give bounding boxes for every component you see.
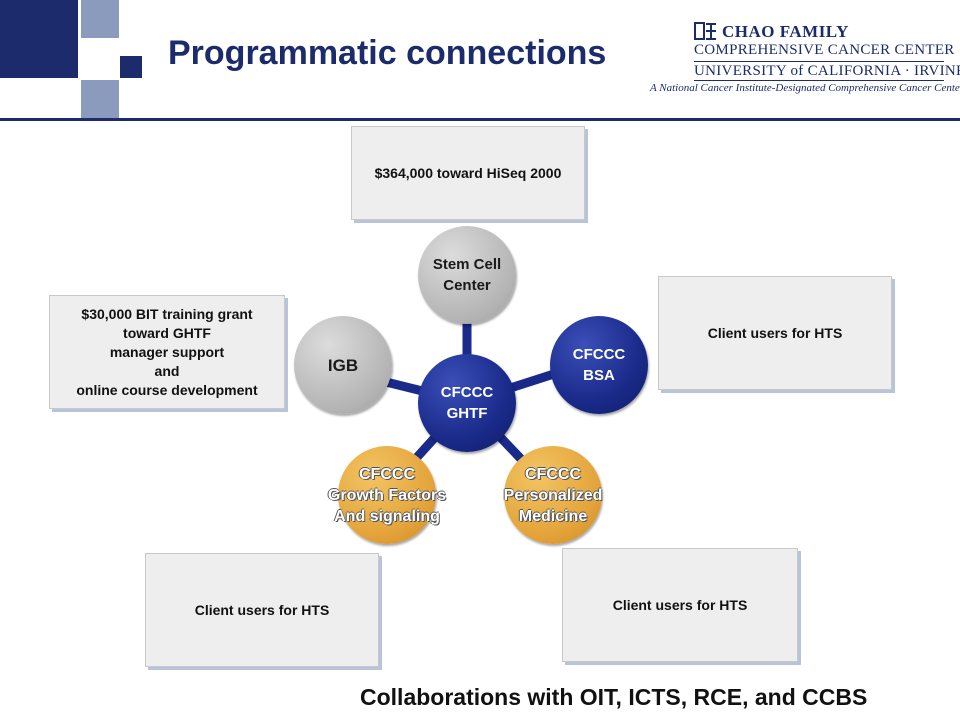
node-center-line-1: CFCCC: [440, 384, 494, 401]
node-stem-cell-line-2: Center: [443, 277, 491, 294]
client-users-text-bottom-right: Client users for HTS: [612, 596, 748, 613]
page-title: Programmatic connections: [168, 34, 607, 72]
logo-divider-2: [694, 80, 944, 81]
corner-square-light-bottom: [81, 80, 119, 118]
bit-grant-line-4: and: [154, 362, 180, 379]
node-growth-factors: CFCCC Growth Factors And signaling: [328, 446, 446, 544]
node-igb-label: IGB: [327, 355, 359, 375]
logo-line-1: CHAO FAMILY: [722, 22, 849, 41]
bit-grant-line-1: $30,000 BIT training grant: [81, 305, 253, 322]
corner-square-small: [120, 56, 142, 78]
node-center-line-2: GHTF: [446, 405, 488, 422]
bit-grant-line-3: manager support: [109, 343, 225, 360]
node-personalized-medicine: CFCCC Personalized Medicine: [504, 446, 602, 544]
corner-square-light-top: [81, 0, 119, 38]
node-cfccc-bsa: CFCCC BSA: [550, 316, 648, 414]
node-growth-line-2: Growth Factors: [327, 486, 447, 504]
hiseq-funding-box: $364,000 toward HiSeq 2000: [351, 126, 585, 220]
logo-mark-icon: [694, 22, 716, 40]
node-personalized-line-2: Personalized: [503, 486, 603, 504]
collaborations-footer: Collaborations with OIT, ICTS, RCE, and …: [360, 684, 868, 710]
node-bsa-line-1: CFCCC: [572, 346, 626, 363]
logo-line-4: A National Cancer Institute-Designated C…: [650, 82, 960, 94]
node-stem-cell-line-1: Stem Cell: [432, 256, 502, 273]
client-users-text-bottom-left: Client users for HTS: [194, 601, 330, 618]
client-users-box-bottom-right: Client users for HTS: [562, 548, 798, 662]
node-stem-cell-center: Stem Cell Center: [418, 226, 516, 324]
logo-divider-1: [694, 61, 944, 62]
logo-line-3: UNIVERSITY of CALIFORNIA · IRVINE: [694, 63, 960, 79]
node-personalized-line-3: Medicine: [518, 507, 588, 525]
client-users-box-bottom-left: Client users for HTS: [145, 553, 379, 667]
node-igb: IGB: [294, 316, 392, 414]
bit-grant-line-5: online course development: [76, 381, 258, 398]
hiseq-funding-text: $364,000 toward HiSeq 2000: [374, 164, 562, 181]
client-users-box-right: Client users for HTS: [658, 276, 892, 390]
node-cfccc-ghtf-center: CFCCC GHTF: [418, 354, 516, 452]
node-growth-line-1: CFCCC: [359, 465, 415, 483]
corner-square-dark: [0, 0, 78, 78]
node-growth-line-3: And signaling: [334, 507, 440, 525]
logo-line-2: COMPREHENSIVE CANCER CENTER: [694, 42, 955, 58]
client-users-text-right: Client users for HTS: [707, 324, 843, 341]
bit-grant-line-2: toward GHTF: [123, 324, 211, 341]
header-rule: [0, 118, 960, 121]
node-bsa-line-2: BSA: [583, 367, 615, 384]
bit-grant-box: $30,000 BIT training grant toward GHTF m…: [49, 295, 285, 409]
cancer-center-logo: CHAO FAMILY COMPREHENSIVE CANCER CENTER …: [640, 20, 960, 100]
node-personalized-line-1: CFCCC: [525, 465, 581, 483]
